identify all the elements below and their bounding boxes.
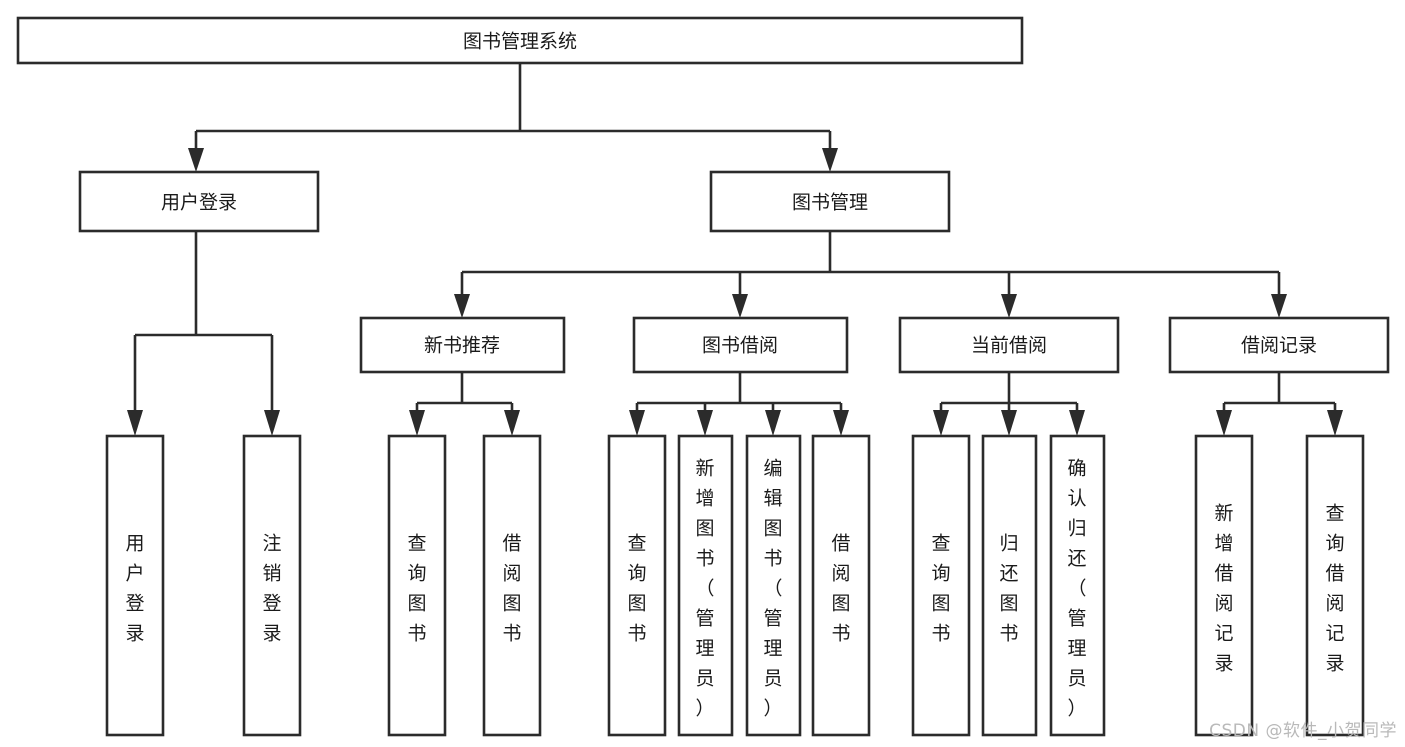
arrow-head-leaf-query-book-3 xyxy=(933,410,949,436)
node-leaf-add-record[interactable]: 新增借阅记录 xyxy=(1194,434,1254,737)
node-leaf-borrow-book-1-label: 借阅图书 xyxy=(502,532,521,644)
node-user-login-label: 用户登录 xyxy=(161,192,237,214)
node-leaf-add-record-box[interactable] xyxy=(1194,434,1254,737)
node-user-login[interactable]: 用户登录 xyxy=(78,170,320,233)
node-leaf-query-record-box[interactable] xyxy=(1305,434,1365,737)
node-leaf-confirm-return[interactable]: 确认归还（管理员） xyxy=(1049,434,1106,737)
node-leaf-return-book-label: 归还图书 xyxy=(999,532,1018,644)
arrow-head-leaf-add-book xyxy=(697,410,713,436)
node-leaf-logout-label: 注销登录 xyxy=(262,532,281,644)
node-leaf-user-login-label: 用户登录 xyxy=(125,532,144,644)
node-book-manage[interactable]: 图书管理 xyxy=(709,170,951,233)
node-leaf-confirm-return-label: 确认归还（管理员） xyxy=(1067,457,1086,719)
arrow-head-leaf-query-book-2 xyxy=(629,410,645,436)
node-leaf-query-record-label: 查询借阅记录 xyxy=(1325,502,1344,674)
node-leaf-return-book[interactable]: 归还图书 xyxy=(981,434,1038,737)
node-leaf-user-login-box[interactable] xyxy=(105,434,165,737)
node-leaf-query-book-2-label: 查询图书 xyxy=(627,532,646,644)
arrow-head-current-borrow xyxy=(1001,294,1017,318)
connector-layer xyxy=(127,63,1343,436)
arrow-head-borrow-record xyxy=(1271,294,1287,318)
node-leaf-edit-book-box[interactable] xyxy=(745,434,802,737)
node-leaf-borrow-book-2-label: 借阅图书 xyxy=(831,532,850,644)
node-leaf-logout-box[interactable] xyxy=(242,434,302,737)
arrow-head-leaf-logout xyxy=(264,410,280,436)
node-book-borrow-label: 图书借阅 xyxy=(702,335,778,357)
arrow-head-new-book-recommend xyxy=(454,294,470,318)
node-borrow-record-box[interactable] xyxy=(1168,316,1390,374)
node-user-login-box[interactable] xyxy=(78,170,320,233)
node-book-borrow[interactable]: 图书借阅 xyxy=(632,316,849,374)
arrow-head-leaf-confirm-return xyxy=(1069,410,1085,436)
arrow-head-leaf-query-book-1 xyxy=(409,410,425,436)
arrow-head-leaf-borrow-book-1 xyxy=(504,410,520,436)
arrow-head-leaf-edit-book xyxy=(765,410,781,436)
arrow-head-leaf-borrow-book-2 xyxy=(833,410,849,436)
node-leaf-return-book-box[interactable] xyxy=(981,434,1038,737)
node-leaf-query-book-3[interactable]: 查询图书 xyxy=(911,434,971,737)
arrow-head-leaf-return-book xyxy=(1001,410,1017,436)
node-leaf-query-book-1-box[interactable] xyxy=(387,434,447,737)
node-current-borrow-label: 当前借阅 xyxy=(971,335,1047,357)
node-root-label: 图书管理系统 xyxy=(463,31,577,53)
node-new-book-recommend-label: 新书推荐 xyxy=(424,335,500,357)
arrow-head-leaf-add-record xyxy=(1216,410,1232,436)
node-leaf-query-book-3-label: 查询图书 xyxy=(931,532,950,644)
node-leaf-query-book-1-label: 查询图书 xyxy=(407,532,426,644)
arrow-head-leaf-query-record xyxy=(1327,410,1343,436)
node-leaf-borrow-book-1-box[interactable] xyxy=(482,434,542,737)
node-leaf-edit-book[interactable]: 编辑图书（管理员） xyxy=(745,434,802,737)
node-current-borrow[interactable]: 当前借阅 xyxy=(898,316,1120,374)
node-leaf-user-login[interactable]: 用户登录 xyxy=(105,434,165,737)
node-leaf-add-book-label: 新增图书（管理员） xyxy=(695,457,714,719)
node-leaf-edit-book-label: 编辑图书（管理员） xyxy=(763,457,782,719)
node-leaf-borrow-book-2-box[interactable] xyxy=(811,434,871,737)
node-leaf-add-book[interactable]: 新增图书（管理员） xyxy=(677,434,734,737)
node-new-book-recommend[interactable]: 新书推荐 xyxy=(359,316,566,374)
arrow-head-book-borrow xyxy=(732,294,748,318)
node-leaf-confirm-return-box[interactable] xyxy=(1049,434,1106,737)
node-borrow-record-label: 借阅记录 xyxy=(1241,335,1317,357)
node-leaf-add-record-label: 新增借阅记录 xyxy=(1214,502,1233,674)
node-leaf-borrow-book-1[interactable]: 借阅图书 xyxy=(482,434,542,737)
node-root[interactable]: 图书管理系统 xyxy=(16,16,1024,65)
node-current-borrow-box[interactable] xyxy=(898,316,1120,374)
node-leaf-borrow-book-2[interactable]: 借阅图书 xyxy=(811,434,871,737)
arrow-head-leaf-user-login xyxy=(127,410,143,436)
node-leaf-query-record[interactable]: 查询借阅记录 xyxy=(1305,434,1365,737)
node-book-manage-label: 图书管理 xyxy=(792,192,868,214)
node-leaf-query-book-1[interactable]: 查询图书 xyxy=(387,434,447,737)
node-borrow-record[interactable]: 借阅记录 xyxy=(1168,316,1390,374)
node-leaf-query-book-2[interactable]: 查询图书 xyxy=(607,434,667,737)
node-book-manage-box[interactable] xyxy=(709,170,951,233)
node-leaf-query-book-2-box[interactable] xyxy=(607,434,667,737)
node-leaf-query-book-3-box[interactable] xyxy=(911,434,971,737)
node-leaf-add-book-box[interactable] xyxy=(677,434,734,737)
node-new-book-recommend-box[interactable] xyxy=(359,316,566,374)
node-book-borrow-box[interactable] xyxy=(632,316,849,374)
arrow-head-user-login xyxy=(188,148,204,172)
node-root-box[interactable] xyxy=(16,16,1024,65)
node-leaf-logout[interactable]: 注销登录 xyxy=(242,434,302,737)
arrow-head-book-manage xyxy=(822,148,838,172)
